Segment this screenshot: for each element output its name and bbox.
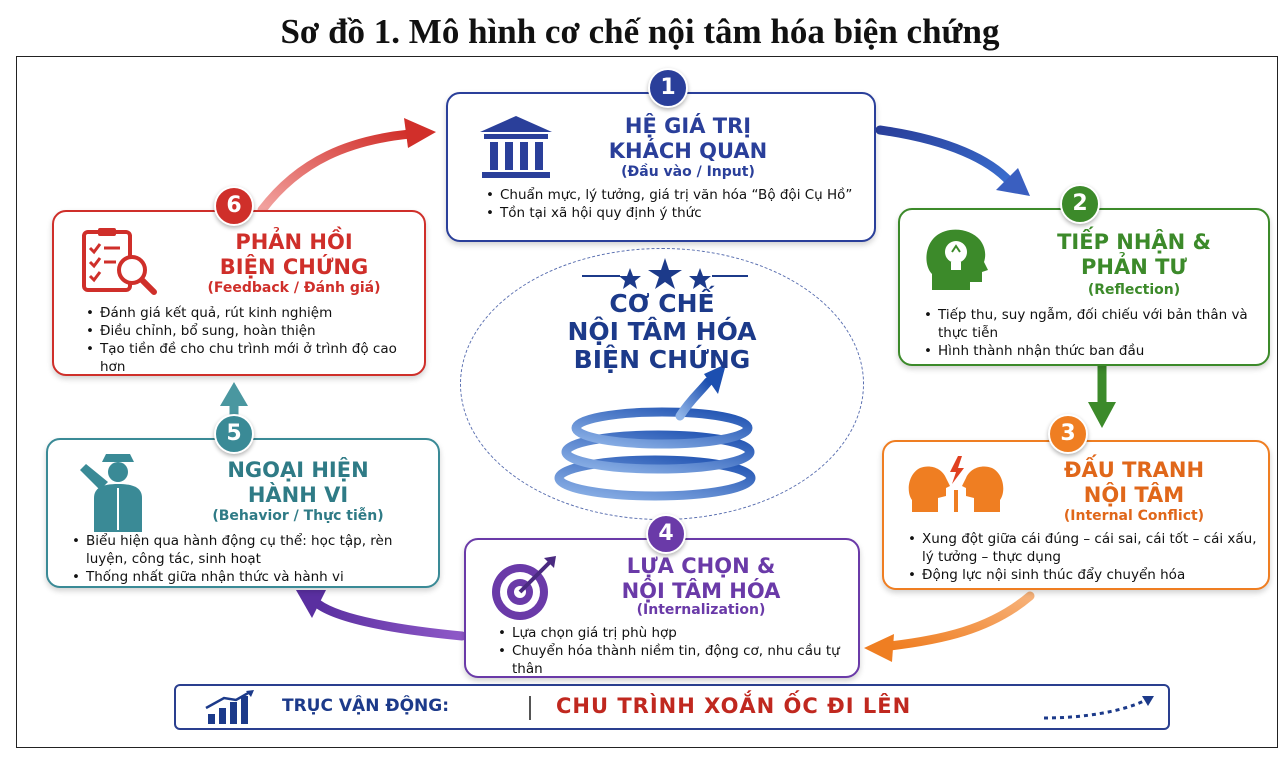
- step-4-bullets: Lựa chọn giá trị phù hợp Chuyển hóa thàn…: [496, 624, 856, 678]
- arrow-3-to-4: [864, 591, 1035, 662]
- step-6-box: PHẢN HỒI BIỆN CHỨNG (Feedback / Đánh giá…: [52, 210, 426, 376]
- center-title-line: CƠ CHẾ: [609, 289, 715, 318]
- center-title: CƠ CHẾ NỘI TÂM HÓA BIỆN CHỨNG: [470, 290, 854, 374]
- step-5-title-line: HÀNH VI: [247, 483, 349, 507]
- step-1-box: HỆ GIÁ TRỊ KHÁCH QUAN (Đầu vào / Input) …: [446, 92, 876, 242]
- dotted-arrow-icon: [1043, 696, 1154, 720]
- center-title-line: NỘI TÂM HÓA: [567, 317, 757, 346]
- step-6-title-line: BIỆN CHỨNG: [219, 255, 369, 279]
- arrow-6-to-1: [257, 118, 436, 215]
- step-5-badge: 5: [214, 414, 254, 454]
- arrow-2-to-3: [1088, 361, 1116, 428]
- step-4-title-line: LỰA CHỌN &: [626, 554, 776, 578]
- bullet-item: Tạo tiền đề cho chu trình mới ở trình độ…: [84, 340, 420, 376]
- step-3-box: ĐẤU TRANH NỘI TÂM (Internal Conflict) Xu…: [882, 440, 1270, 590]
- step-5-title-line: NGOẠI HIỆN: [227, 458, 369, 482]
- bullet-item: Chuẩn mực, lý tưởng, giá trị văn hóa “Bộ…: [484, 186, 864, 204]
- step-3-subtitle: (Internal Conflict): [1063, 508, 1205, 524]
- bullet-item: Lựa chọn giá trị phù hợp: [496, 624, 856, 642]
- checklist-magnifier-icon: [82, 228, 157, 295]
- step-2-title-line: TIẾP NHẬN &: [1057, 230, 1211, 254]
- step-6-badge: 6: [214, 186, 254, 226]
- head-lightbulb-icon: [926, 229, 988, 290]
- step-3-title-line: ĐẤU TRANH: [1063, 458, 1205, 482]
- step-4-badge: 4: [646, 514, 686, 554]
- saluting-soldier-icon: [80, 454, 142, 532]
- diagram-frame: [16, 56, 1278, 748]
- step-5-title: NGOẠI HIỆN HÀNH VI: [178, 458, 418, 508]
- step-2-badge: 2: [1060, 184, 1100, 224]
- institution-icon: [480, 116, 552, 178]
- bullet-item: Tồn tại xã hội quy định ý thức: [484, 204, 864, 222]
- bullet-item: Đánh giá kết quả, rút kinh nghiệm: [84, 304, 420, 322]
- bullet-item: Thống nhất giữa nhận thức và hành vi: [70, 568, 436, 586]
- step-1-bullets: Chuẩn mực, lý tưởng, giá trị văn hóa “Bộ…: [484, 186, 864, 222]
- step-4-subtitle: (Internalization): [636, 602, 766, 618]
- bullet-item: Chuyển hóa thành niềm tin, động cơ, nhu …: [496, 642, 856, 678]
- step-4-title: LỰA CHỌN & NỘI TÂM HÓA: [566, 554, 836, 604]
- bullet-item: Biểu hiện qua hành động cụ thể: học tập,…: [70, 532, 436, 568]
- step-1-badge: 1: [648, 68, 688, 108]
- step-4-title-line: NỘI TÂM HÓA: [621, 579, 781, 603]
- target-icon: [492, 556, 556, 620]
- step-3-bullets: Xung đột giữa cái đúng – cái sai, cái tố…: [906, 530, 1266, 584]
- axis-value: CHU TRÌNH XOẮN ỐC ĐI LÊN: [556, 694, 912, 718]
- conflict-heads-icon: [908, 456, 1004, 512]
- step-2-subtitle: (Reflection): [1087, 282, 1181, 298]
- bullet-item: Động lực nội sinh thúc đẩy chuyển hóa: [906, 566, 1266, 584]
- step-5-box: NGOẠI HIỆN HÀNH VI (Behavior / Thực tiễn…: [46, 438, 440, 588]
- step-1-title-line: HỆ GIÁ TRỊ: [624, 114, 752, 138]
- step-4-box: LỰA CHỌN & NỘI TÂM HÓA (Internalization)…: [464, 538, 860, 678]
- axis-label: TRỤC VẬN ĐỘNG:: [282, 696, 450, 716]
- step-1-subtitle: (Đầu vào / Input): [621, 164, 755, 180]
- step-5-bullets: Biểu hiện qua hành động cụ thể: học tập,…: [70, 532, 436, 586]
- bullet-item: Xung đột giữa cái đúng – cái sai, cái tố…: [906, 530, 1266, 566]
- step-6-title: PHẢN HỒI BIỆN CHỨNG: [174, 230, 414, 280]
- step-2-box: TIẾP NHẬN & PHẢN TƯ (Reflection) Tiếp th…: [898, 208, 1270, 366]
- step-1-title-line: KHÁCH QUAN: [608, 139, 768, 163]
- step-3-title: ĐẤU TRANH NỘI TÂM: [1014, 458, 1254, 508]
- bullet-item: Hình thành nhận thức ban đầu: [922, 342, 1262, 360]
- arrow-1-to-2: [875, 125, 1030, 196]
- axis-separator: [529, 696, 531, 720]
- step-6-title-line: PHẢN HỒI: [235, 230, 353, 254]
- step-3-title-line: NỘI TÂM: [1083, 483, 1185, 507]
- page-title: Sơ đồ 1. Mô hình cơ chế nội tâm hóa biện…: [280, 12, 1000, 51]
- step-3-badge: 3: [1048, 414, 1088, 454]
- step-2-title: TIẾP NHẬN & PHẢN TƯ: [1004, 230, 1264, 280]
- rising-bars-icon: [205, 690, 254, 724]
- step-2-title-line: PHẢN TƯ: [1081, 255, 1187, 279]
- arrow-4-to-5: [296, 590, 467, 641]
- step-1-title: HỆ GIÁ TRỊ KHÁCH QUAN: [568, 114, 808, 164]
- step-2-bullets: Tiếp thu, suy ngẫm, đối chiếu với bản th…: [922, 306, 1262, 360]
- bullet-item: Điều chỉnh, bổ sung, hoàn thiện: [84, 322, 420, 340]
- step-5-subtitle: (Behavior / Thực tiễn): [212, 508, 384, 524]
- step-6-subtitle: (Feedback / Đánh giá): [207, 280, 381, 296]
- bullet-item: Tiếp thu, suy ngẫm, đối chiếu với bản th…: [922, 306, 1262, 342]
- step-6-bullets: Đánh giá kết quả, rút kinh nghiệm Điều c…: [84, 304, 420, 376]
- center-title-line: BIỆN CHỨNG: [573, 345, 751, 374]
- axis-bar: TRỤC VẬN ĐỘNG: CHU TRÌNH XOẮN ỐC ĐI LÊN: [174, 684, 1170, 730]
